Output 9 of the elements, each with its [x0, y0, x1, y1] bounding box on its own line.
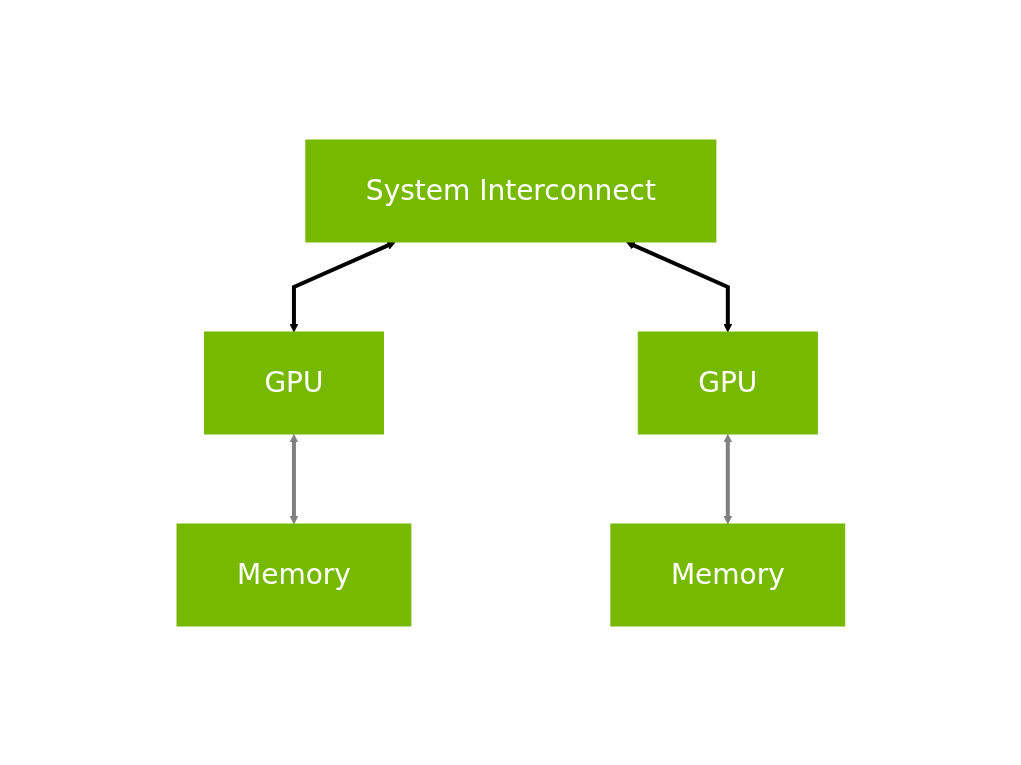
- node-box: Memory: [176, 523, 411, 626]
- node-box: GPU: [637, 331, 818, 434]
- node-box: Memory: [610, 523, 845, 626]
- node-box: GPU: [203, 331, 384, 434]
- arrow: [289, 433, 298, 524]
- arrow: [289, 240, 396, 332]
- arrow: [723, 433, 732, 524]
- arrow: [625, 240, 732, 332]
- node-box: System Interconnect: [305, 139, 716, 242]
